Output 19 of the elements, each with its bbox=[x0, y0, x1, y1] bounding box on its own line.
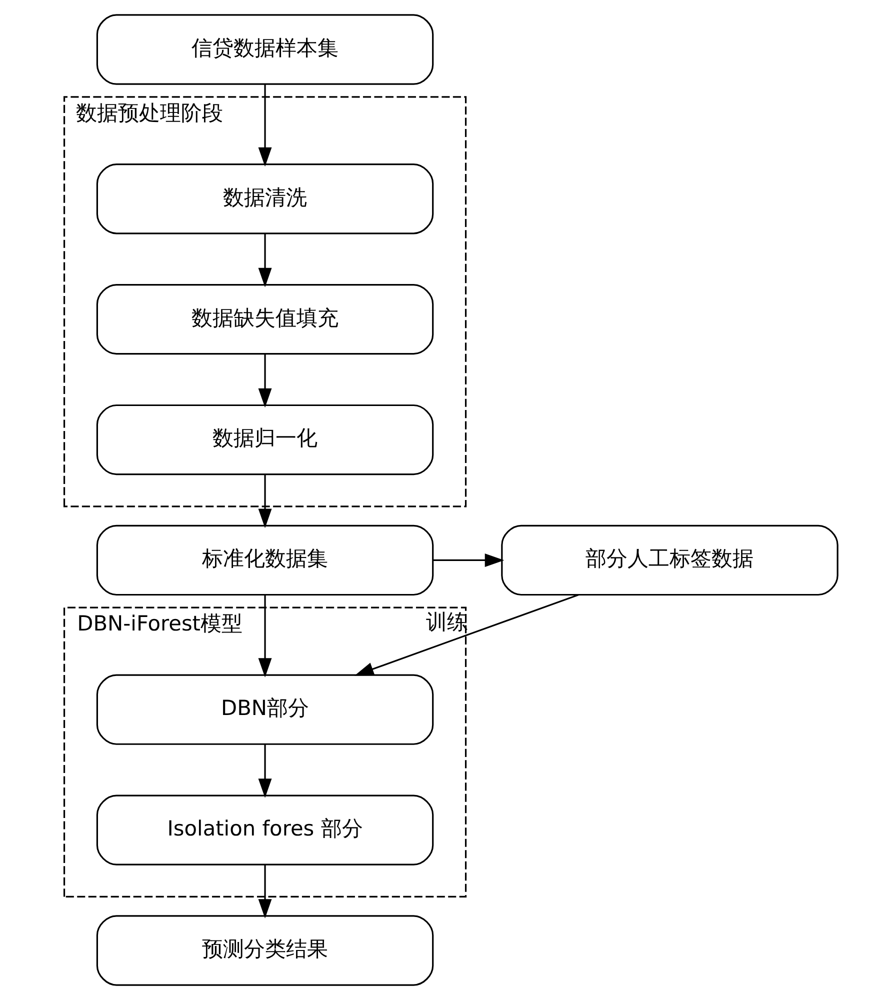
node-box: 部分人工标签数据 bbox=[500, 524, 838, 596]
arrow bbox=[258, 234, 272, 288]
arrow bbox=[258, 84, 272, 167]
node-box: 数据缺失值填充 bbox=[96, 284, 434, 355]
node-box: 信贷数据样本集 bbox=[96, 14, 434, 85]
node-box: 预测分类结果 bbox=[96, 915, 434, 986]
node-box: DBN部分 bbox=[96, 674, 434, 745]
arrow bbox=[258, 354, 272, 408]
arrow bbox=[432, 553, 504, 567]
node-box: 标准化数据集 bbox=[96, 524, 434, 596]
arrow bbox=[258, 744, 272, 798]
arrow bbox=[354, 594, 578, 676]
arrow bbox=[258, 595, 272, 678]
node-box: Isolation fores 部分 bbox=[96, 794, 434, 866]
edge-label: 训练 bbox=[425, 610, 468, 634]
node-box: 数据归一化 bbox=[96, 404, 434, 476]
node-box: 数据清洗 bbox=[96, 164, 434, 234]
arrow bbox=[258, 864, 272, 918]
arrow bbox=[258, 474, 272, 528]
